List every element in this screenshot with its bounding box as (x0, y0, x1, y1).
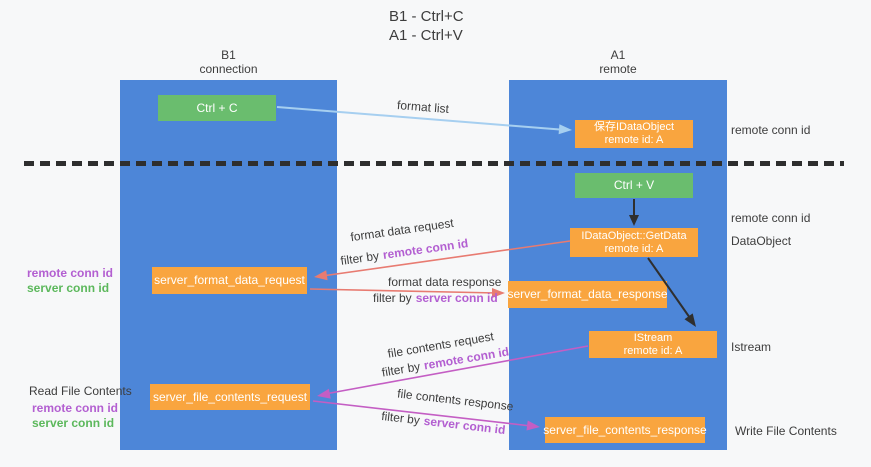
column-header-a1: A1 remote (509, 48, 727, 76)
filter-prefix-1: filter by (339, 248, 380, 268)
right-label-dataobject: DataObject (731, 234, 792, 248)
node-server-file-contents-request: server_file_contents_request (150, 384, 310, 410)
node-save-idataobject-line1: 保存IDataObject (593, 121, 675, 133)
node-istream-line2: remote id: A (623, 344, 683, 357)
diagram-title: B1 - Ctrl+C A1 - Ctrl+V (389, 7, 464, 45)
left-remote-conn-id-1: remote conn id (27, 266, 114, 280)
right-label-istream: Istream (731, 340, 772, 354)
filter-prefix-4: filter by (380, 408, 421, 428)
filter-server-conn-id-2: server conn id (423, 413, 507, 438)
column-b1-sub: connection (199, 62, 258, 76)
left-server-conn-id-1: server conn id (27, 281, 110, 295)
left-remote-conn-id-2: remote conn id (32, 401, 119, 415)
node-format-request-label: server_format_data_request (154, 273, 305, 287)
filter-prefix-3: filter by (380, 359, 422, 380)
right-label-remote-conn-id-top: remote conn id (731, 123, 811, 137)
filter-remote-conn-id-1: remote conn id (381, 236, 470, 262)
label-format-list: format list (396, 97, 450, 117)
left-server-conn-id-2: server conn id (32, 416, 115, 430)
filter-server-conn-id-1: server conn id (415, 291, 498, 305)
column-a1-name: A1 (610, 48, 626, 62)
node-save-idataobject-line2: remote id: A (604, 134, 664, 146)
node-server-format-data-request: server_format_data_request (152, 267, 307, 294)
node-istream: IStream remote id: A (589, 331, 717, 358)
title-line-b1: B1 - Ctrl+C (389, 8, 464, 25)
node-getdata-line2: remote id: A (604, 242, 664, 255)
node-file-request-label: server_file_contents_request (152, 389, 308, 404)
column-a1-sub: remote (599, 62, 637, 76)
title-line-a1: A1 - Ctrl+V (389, 27, 463, 44)
filter-prefix-2: filter by (373, 291, 412, 305)
right-label-remote-conn-id-mid: remote conn id (731, 211, 811, 225)
node-ctrl-c-label: Ctrl + C (196, 100, 238, 115)
column-header-b1: B1 connection (120, 48, 337, 76)
node-format-response-label: server_format_data_response (507, 287, 668, 301)
node-getdata-line1: IDataObject::GetData (581, 229, 687, 242)
node-server-file-contents-response: server_file_contents_response (543, 417, 707, 443)
phase-separator-dashed-line (24, 161, 844, 166)
node-idataobject-getdata: IDataObject::GetData remote id: A (570, 228, 698, 257)
left-label-conn-ids-top: remote conn id server conn id (27, 266, 113, 296)
label-file-contents-response: file contents response (396, 386, 515, 414)
right-label-write-file-contents: Write File Contents (735, 424, 837, 438)
node-ctrl-v-label: Ctrl + V (613, 178, 655, 192)
node-server-format-data-response: server_format_data_response (507, 281, 668, 308)
left-label-conn-ids-bottom: remote conn id server conn id (32, 401, 118, 431)
node-file-response-label: server_file_contents_response (543, 422, 707, 437)
node-ctrl-c: Ctrl + C (158, 95, 276, 121)
node-save-idataobject: 保存IDataObject remote id: A (575, 120, 693, 148)
node-ctrl-v: Ctrl + V (575, 173, 693, 198)
node-istream-line1: IStream (633, 331, 673, 344)
left-label-read-file-contents: Read File Contents (29, 384, 132, 398)
label-format-data-response: format data response (388, 275, 502, 289)
column-b1-name: B1 (221, 48, 236, 62)
